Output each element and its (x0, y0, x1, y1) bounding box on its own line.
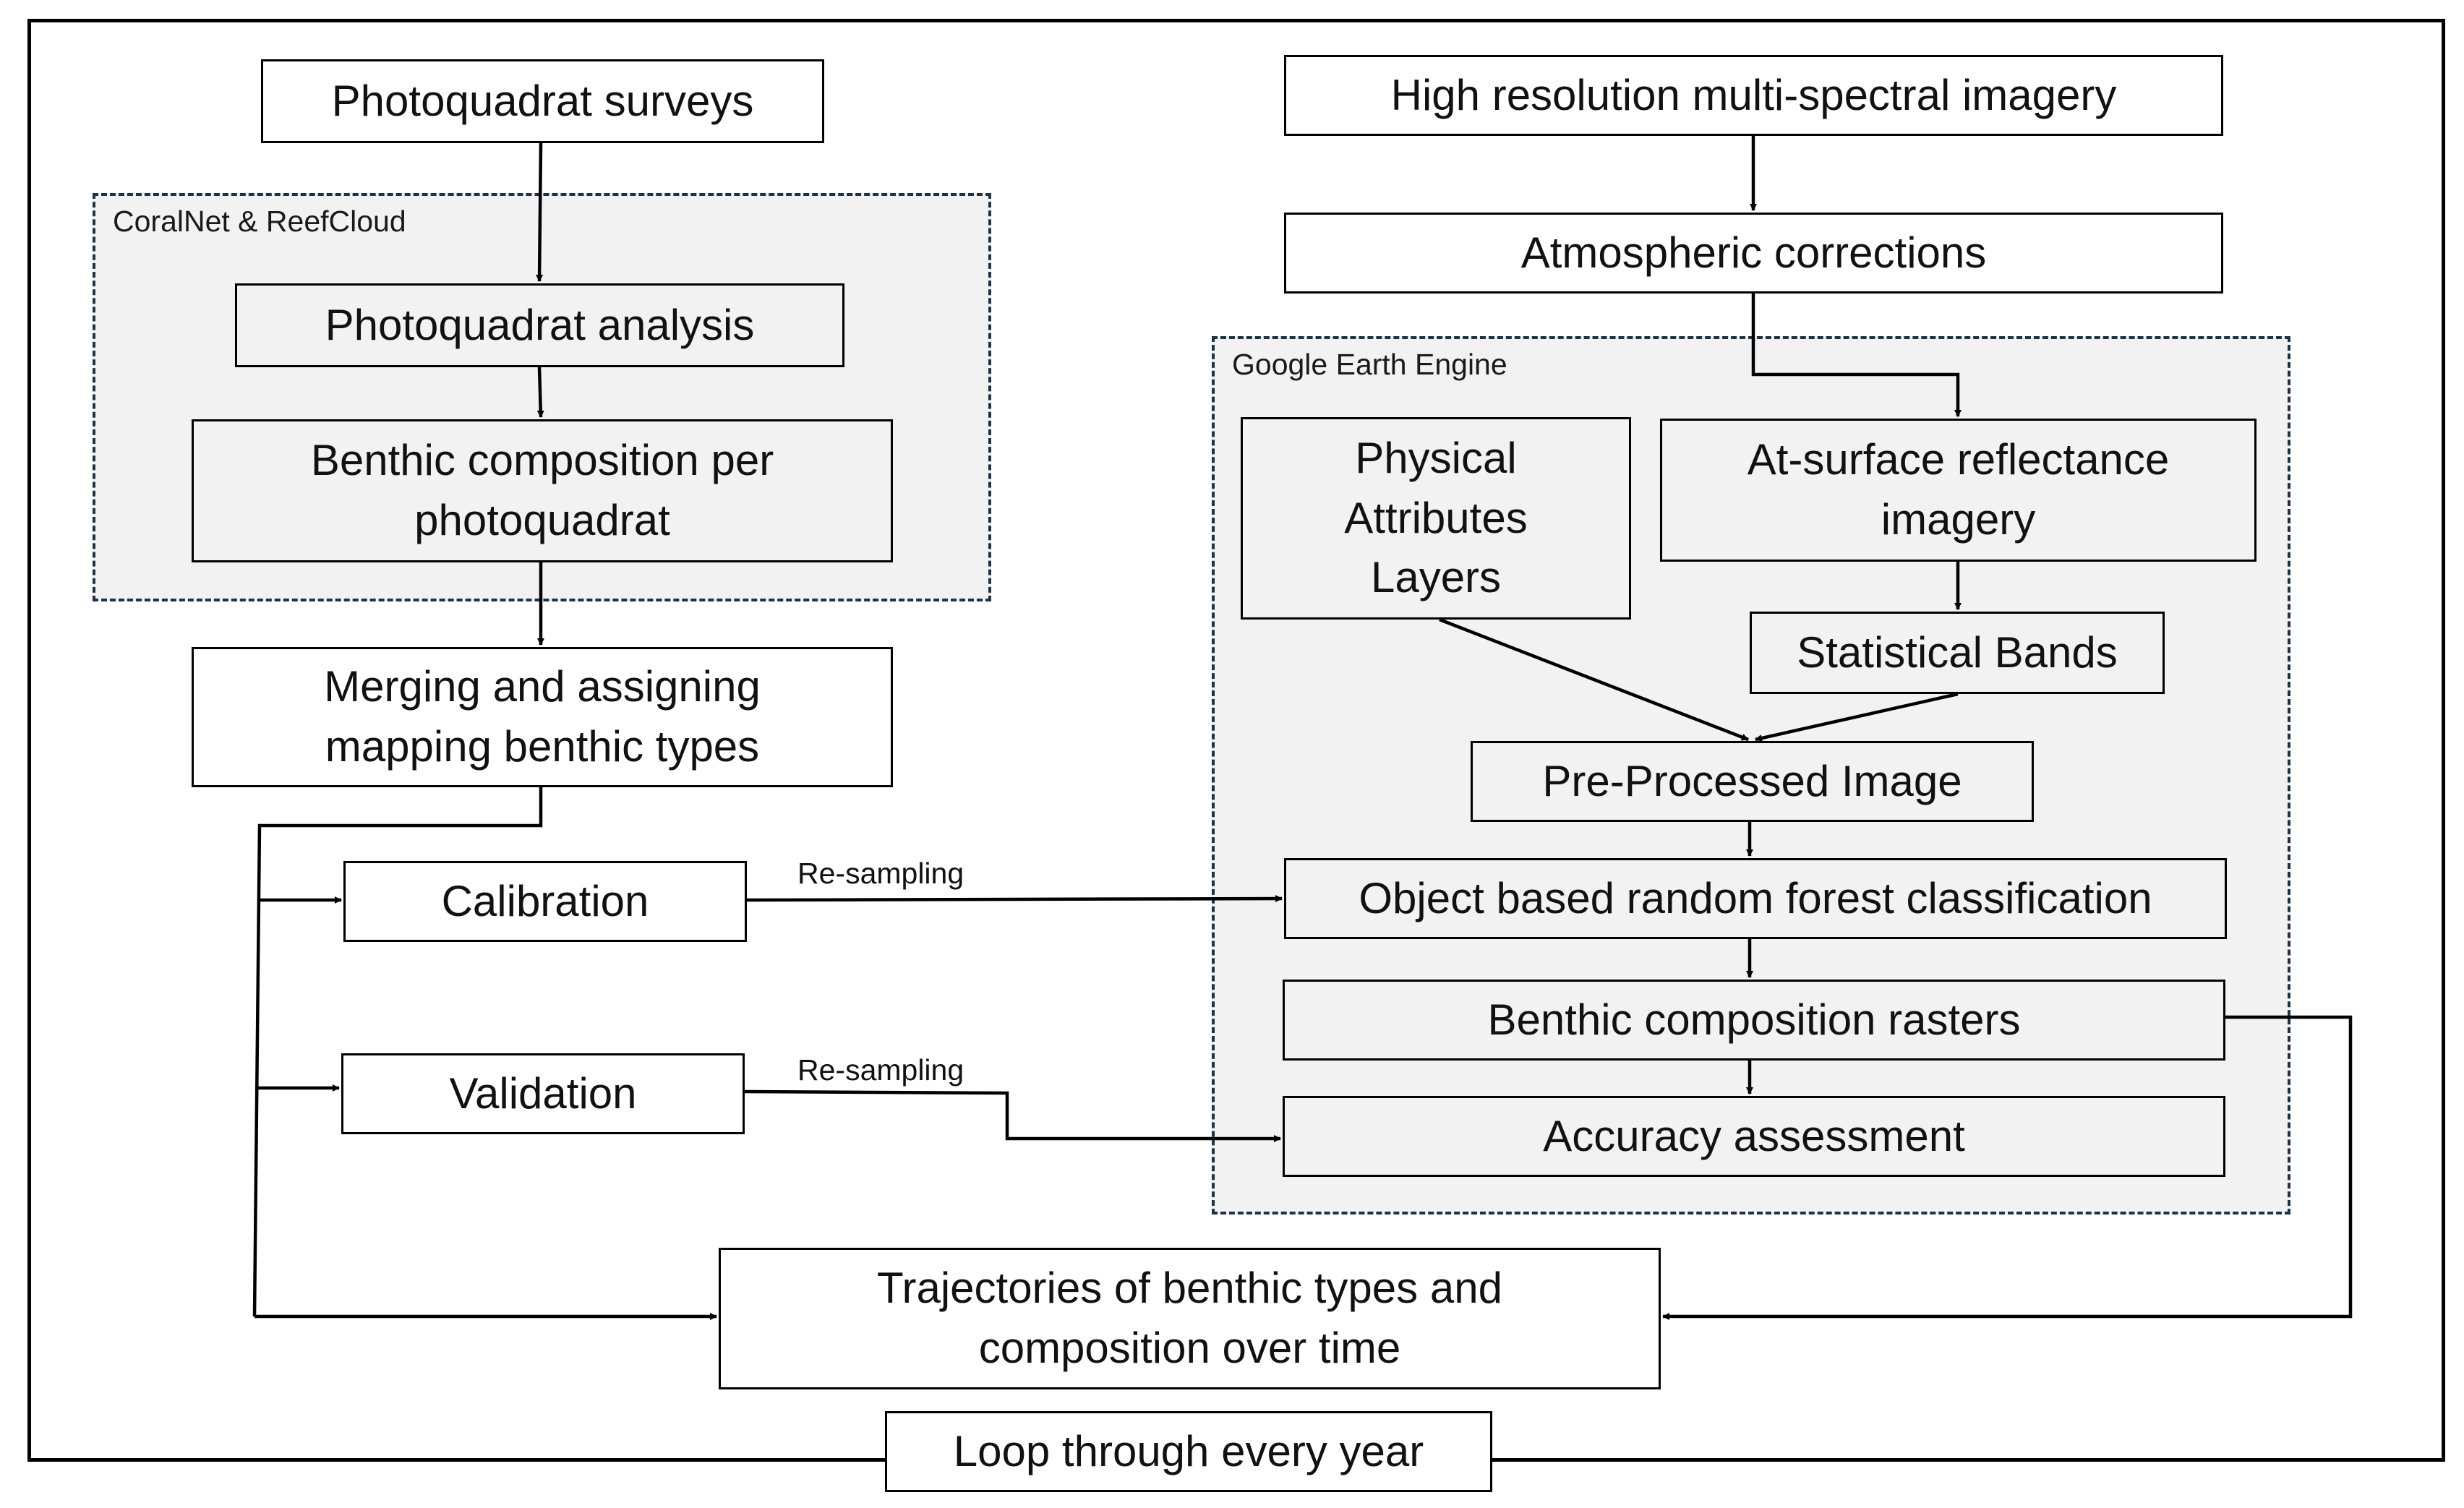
arrow-bands-to-preprocessed (1755, 692, 1959, 742)
surface-reflectance-box: At-surface reflectance imagery (1660, 419, 2256, 562)
photoquadrat-analysis-box: Photoquadrat analysis (235, 283, 844, 367)
google-earth-engine-label: Google Earth Engine (1232, 348, 1507, 381)
merging-benthic-types-box: Merging and assigning mapping benthic ty… (192, 647, 893, 787)
arrow-rasters-to-trajectories (1662, 1015, 2353, 1320)
accuracy-assessment-box: Accuracy assessment (1283, 1096, 2225, 1177)
multispectral-imagery-box: High resolution multi-spectral imagery (1284, 55, 2223, 136)
photoquadrat-surveys-box: Photoquadrat surveys (261, 59, 824, 143)
arrow-calibration-to-random-forest (746, 895, 1283, 903)
line-merging-to-branch (252, 787, 543, 1317)
arrow-surveys-to-analysis (536, 142, 544, 282)
loop-box: Loop through every year (885, 1411, 1492, 1492)
merging-benthic-types-text: Merging and assigning mapping benthic ty… (324, 662, 761, 771)
arrow-atmospheric-to-reflectance (1751, 294, 1962, 417)
physical-attributes-box: Physical Attributes Layers (1241, 417, 1631, 620)
atmospheric-corrections-text: Atmospheric corrections (1520, 228, 1987, 277)
photoquadrat-analysis-text: Photoquadrat analysis (325, 300, 755, 349)
benthic-composition-per-photoquadrat-box: Benthic composition per photoquadrat (192, 419, 893, 562)
composition-rasters-text: Benthic composition rasters (1487, 995, 2021, 1044)
loop-text: Loop through every year (953, 1426, 1424, 1475)
arrow-physical-to-preprocessed (1439, 617, 1749, 742)
calibration-text: Calibration (441, 876, 649, 925)
random-forest-box: Object based random forest classificatio… (1284, 858, 2227, 939)
validation-resampling-label: Re-sampling (797, 1053, 964, 1087)
preprocessed-image-box: Pre-Processed Image (1471, 741, 2034, 822)
arrow-validation-to-accuracy (744, 1089, 1281, 1142)
coralnet-reefcloud-label: CoralNet & ReefCloud (113, 205, 406, 238)
physical-attributes-text: Physical Attributes Layers (1344, 433, 1528, 602)
photoquadrat-surveys-text: Photoquadrat surveys (331, 76, 754, 125)
validation-box: Validation (341, 1053, 745, 1134)
arrow-analysis-to-composition (536, 367, 544, 418)
composition-rasters-box: Benthic composition rasters (1283, 980, 2225, 1061)
surface-reflectance-text: At-surface reflectance imagery (1747, 435, 2170, 544)
calibration-box: Calibration (343, 861, 747, 942)
random-forest-text: Object based random forest classificatio… (1359, 873, 2152, 922)
trajectories-box: Trajectories of benthic types and compos… (719, 1248, 1661, 1389)
validation-text: Validation (449, 1068, 637, 1118)
multispectral-imagery-text: High resolution multi-spectral imagery (1390, 70, 2117, 119)
calibration-resampling-label: Re-sampling (797, 857, 964, 890)
trajectories-text: Trajectories of benthic types and compos… (877, 1264, 1502, 1372)
benthic-composition-per-photoquadrat-text: Benthic composition per photoquadrat (310, 436, 774, 544)
atmospheric-corrections-box: Atmospheric corrections (1284, 213, 2223, 294)
preprocessed-image-text: Pre-Processed Image (1542, 756, 1962, 805)
accuracy-assessment-text: Accuracy assessment (1543, 1111, 1965, 1160)
statistical-bands-text: Statistical Bands (1797, 627, 2118, 677)
